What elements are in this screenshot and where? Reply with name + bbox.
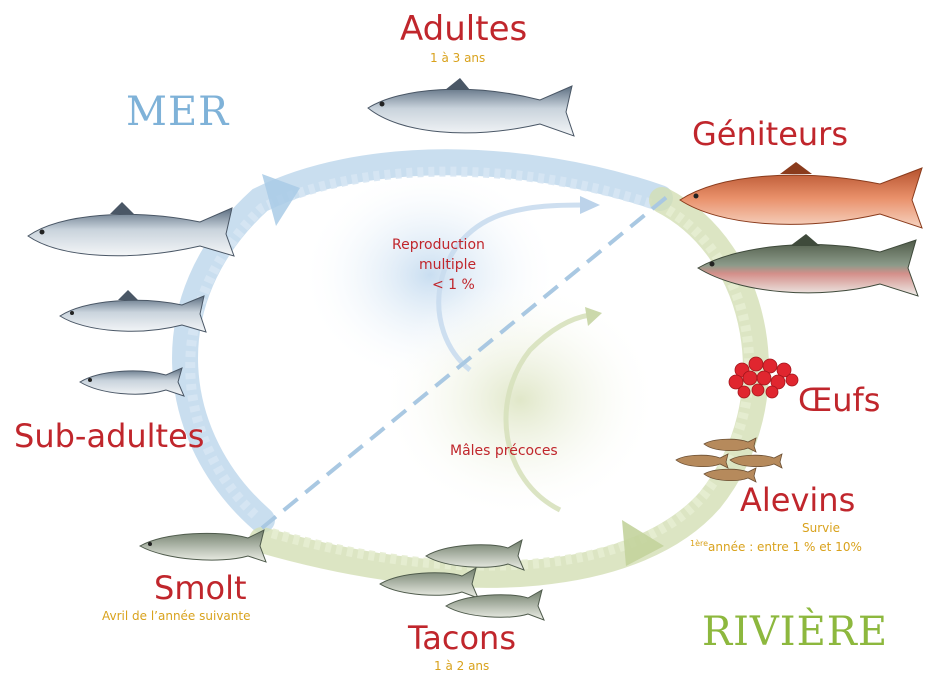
stage-sub-fry-sup: 1ère: [690, 539, 708, 548]
zone-label-sea: MER: [126, 92, 229, 132]
stage-sub-parr: 1 à 2 ans: [434, 660, 489, 672]
stage-title-spawners: Géniteurs: [692, 118, 848, 150]
stage-sub-fry-range: 1èreannée : entre 1 % et 10%: [690, 540, 862, 553]
center-label-repro-line3: < 1 %: [432, 278, 475, 292]
center-label-repro-line1: Reproduction: [392, 238, 485, 252]
stage-sub-smolt: Avril de l’année suivante: [102, 610, 250, 622]
stage-sub-fry-text: année : entre 1 % et 10%: [708, 540, 862, 554]
stage-sub-fry-survival: Survie: [802, 522, 840, 534]
center-label-repro-line2: multiple: [419, 258, 476, 272]
stage-title-eggs: Œufs: [798, 384, 880, 416]
adult-salmon-icon: [368, 78, 574, 136]
center-label-precocious: Mâles précoces: [450, 444, 558, 458]
stage-title-subadults: Sub-adultes: [14, 420, 204, 452]
river-center-glow: [380, 280, 660, 520]
stage-title-adults: Adultes: [400, 12, 527, 46]
smolt-icon: [140, 530, 266, 562]
stage-title-fry: Alevins: [740, 484, 855, 516]
eggs-icon: [729, 357, 798, 398]
spawner-male-icon: [680, 162, 922, 228]
stage-sub-adults: 1 à 3 ans: [430, 52, 485, 64]
zone-label-river: RIVIÈRE: [702, 612, 888, 652]
subadult-salmon-large-icon: [28, 202, 234, 256]
repro-loop-arrow: [580, 196, 600, 214]
stage-title-parr: Tacons: [408, 622, 516, 654]
subadult-salmon-small-icon: [80, 368, 184, 396]
stage-title-smolt: Smolt: [154, 572, 247, 604]
